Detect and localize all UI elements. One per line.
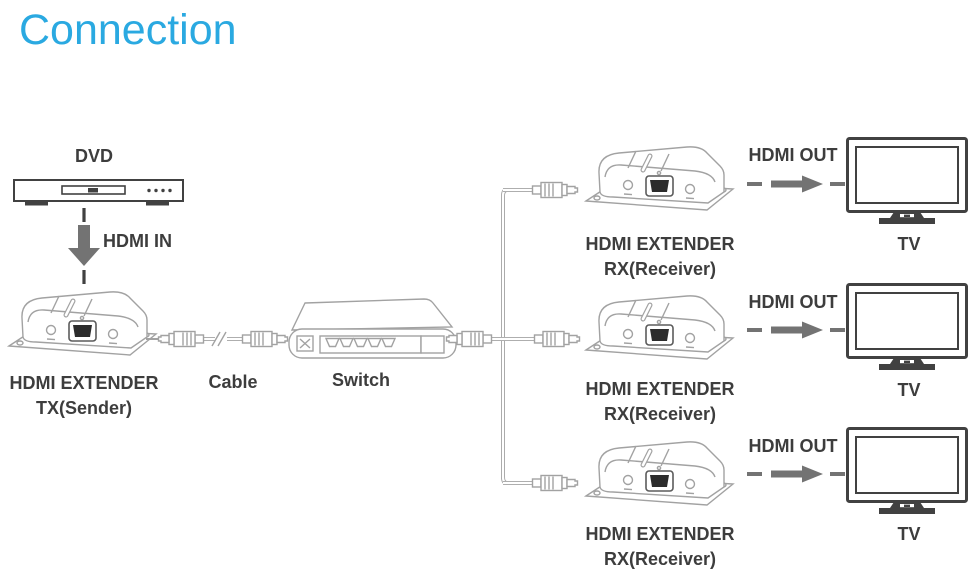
dvd-player-icon <box>13 179 184 206</box>
tv-label: TV <box>897 524 920 544</box>
hdmi-out-label: HDMI OUT <box>749 292 838 312</box>
page-title: Connection <box>19 6 237 54</box>
rj45-connector-icon <box>531 181 579 199</box>
hdmi-out-label: HDMI OUT <box>749 436 838 456</box>
rx-label-line2: RX(Receiver) <box>604 259 716 279</box>
cable-label: Cable <box>208 372 257 392</box>
switch-icon <box>288 298 457 359</box>
tx-label-line2: TX(Sender) <box>36 398 132 418</box>
receiver-row: HDMI EXTENDER RX(Receiver) HDMI OUT TV <box>585 427 968 569</box>
tx-label-line1: HDMI EXTENDER <box>9 373 158 393</box>
rx-extender-icon <box>586 442 733 505</box>
hdmi-out-arrow-icon <box>745 173 847 195</box>
tv-icon <box>846 137 968 226</box>
switch-label: Switch <box>332 370 390 390</box>
tv-label: TV <box>897 234 920 254</box>
receiver-row: HDMI EXTENDER RX(Receiver) HDMI OUT TV <box>585 283 968 424</box>
trunk-cable-icon <box>445 181 581 492</box>
rx-extender-icon <box>586 296 733 359</box>
hdmi-out-arrow-icon <box>745 319 847 341</box>
hdmi-out-arrow-icon <box>745 463 847 485</box>
rx-label-line2: RX(Receiver) <box>604 404 716 424</box>
rx-label-line2: RX(Receiver) <box>604 549 716 569</box>
tx-extender-icon <box>9 292 156 355</box>
cable-icon <box>146 330 289 348</box>
rj45-connector-icon <box>533 330 581 348</box>
rx-extender-icon <box>586 147 733 210</box>
hdmi-out-label: HDMI OUT <box>749 145 838 165</box>
receiver-row: HDMI EXTENDER RX(Receiver) HDMI OUT TV <box>585 137 968 279</box>
tv-icon <box>846 427 968 516</box>
rx-label-line1: HDMI EXTENDER <box>585 524 734 544</box>
tv-label: TV <box>897 380 920 400</box>
tv-icon <box>846 283 968 372</box>
dvd-label: DVD <box>75 146 113 166</box>
rj45-connector-icon <box>531 474 579 492</box>
rx-label-line1: HDMI EXTENDER <box>585 379 734 399</box>
rx-label-line1: HDMI EXTENDER <box>585 234 734 254</box>
hdmi-in-arrow-icon <box>68 208 100 284</box>
hdmi-in-label: HDMI IN <box>103 231 172 251</box>
